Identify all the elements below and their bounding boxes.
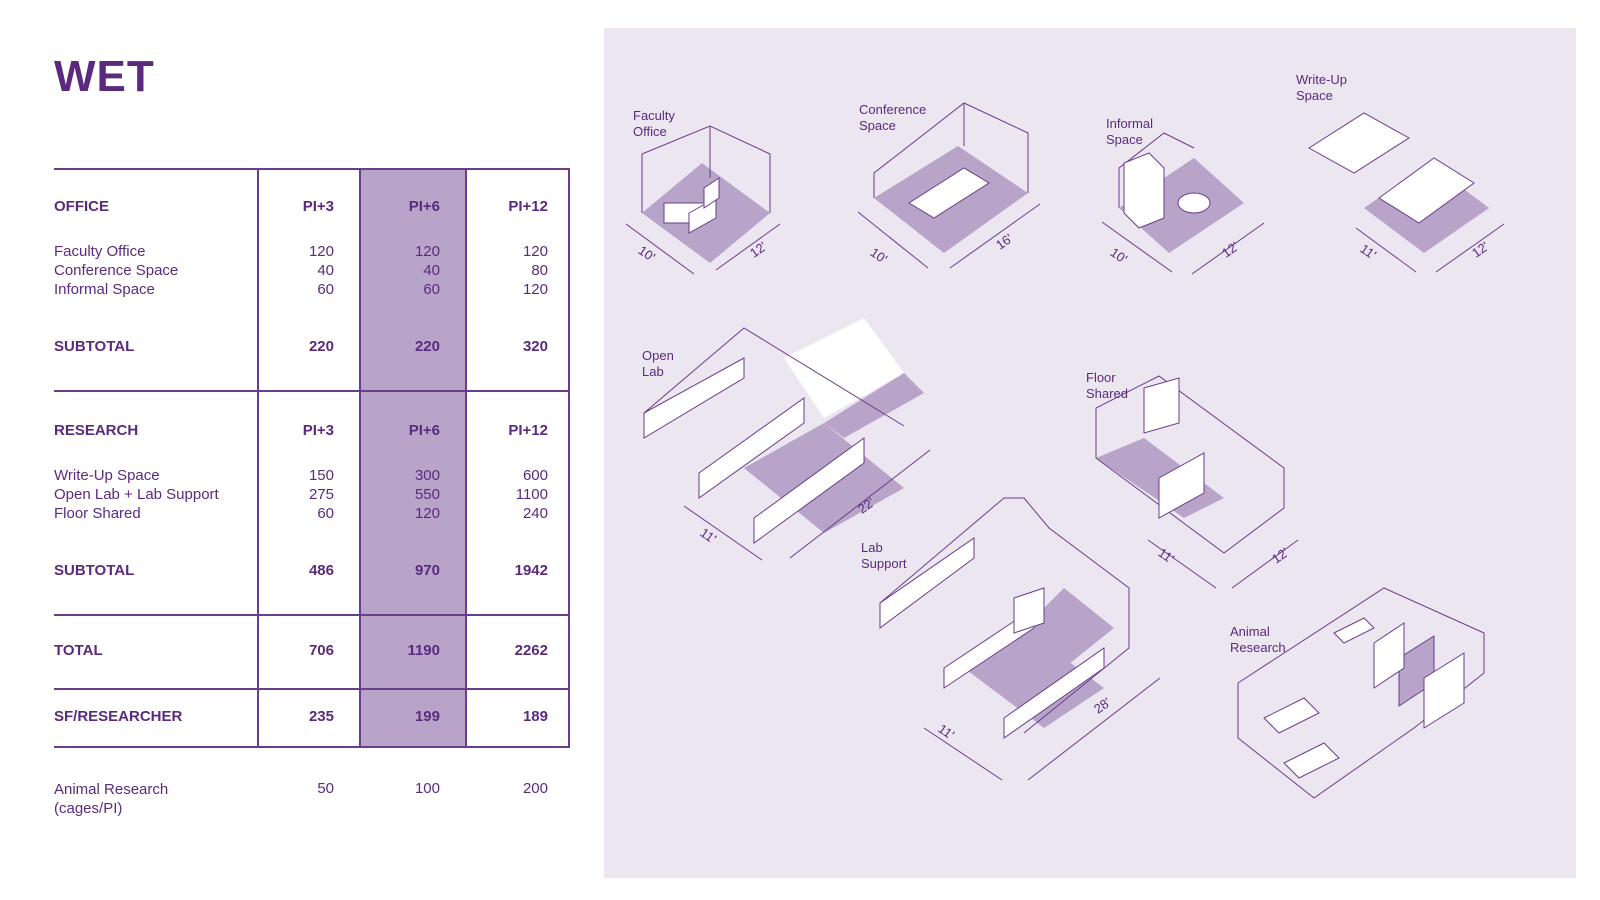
table-rule — [54, 390, 570, 392]
faculty-office-label: Faculty Office — [633, 108, 675, 139]
open-lab-diagram — [643, 318, 931, 561]
sf-per-researcher-label: SF/RESEARCHER — [54, 708, 183, 725]
cell-value: 60 — [317, 505, 334, 522]
cell-value: 120 — [414, 243, 440, 260]
office-pi3-values: 120 40 60 — [309, 242, 334, 299]
cell-value: 235 — [308, 708, 334, 725]
cell-value: 120 — [308, 243, 334, 260]
animal-research-label: Animal Research — [1230, 624, 1286, 655]
cell-value: 1942 — [514, 562, 548, 579]
cell-value: 60 — [317, 281, 334, 298]
office-row-labels: Faculty Office Conference Space Informal… — [54, 242, 178, 299]
table-column-rule — [568, 168, 570, 748]
column-header-pi12: PI+12 — [508, 198, 548, 215]
cell-value: 706 — [308, 642, 334, 659]
animal-research-label: Animal Research (cages/PI) — [54, 780, 168, 818]
cell-value: 220 — [308, 338, 334, 355]
column-header-pi3: PI+3 — [302, 198, 334, 215]
row-label: Open Lab + Lab Support — [54, 486, 219, 503]
table-rule — [54, 614, 570, 616]
column-header-pi6: PI+6 — [408, 198, 440, 215]
cell-value: 550 — [414, 486, 440, 503]
cell-value: 40 — [317, 262, 334, 279]
informal-space-label: Informal Space — [1106, 116, 1153, 147]
cell-value: 100 — [414, 780, 440, 797]
write-up-space-diagram — [1308, 112, 1505, 273]
table-column-rule — [465, 168, 467, 748]
space-program-table: OFFICE PI+3 PI+6 PI+12 Faculty Office Co… — [54, 168, 570, 817]
informal-space-diagram — [1101, 132, 1265, 275]
page-title: WET — [54, 52, 155, 101]
isometric-diagrams — [625, 102, 1505, 799]
floor-shared-diagram — [1095, 375, 1299, 589]
office-section-header: OFFICE — [54, 198, 109, 215]
row-label: Informal Space — [54, 281, 155, 298]
research-subtotal-label: SUBTOTAL — [54, 562, 135, 579]
row-label: Conference Space — [54, 262, 179, 279]
cell-value: 199 — [414, 708, 440, 725]
cell-value: 970 — [414, 562, 440, 579]
isometric-diagram-panel: Faculty Office 10' 12' Conference Space … — [604, 28, 1576, 878]
cell-value: 275 — [308, 486, 334, 503]
cell-value: 1190 — [407, 642, 440, 659]
animal-research-diagram — [1237, 587, 1485, 799]
cell-value: 150 — [308, 467, 334, 484]
office-subtotal-label: SUBTOTAL — [54, 338, 135, 355]
pi6-highlight-column — [359, 168, 465, 748]
lab-support-label: Lab Support — [861, 540, 907, 571]
row-label: Floor Shared — [54, 505, 141, 522]
table-rule — [54, 688, 570, 690]
research-pi6-values: 300 550 120 — [415, 466, 440, 523]
cell-value: 2262 — [514, 642, 548, 659]
cell-value: 120 — [414, 505, 440, 522]
cell-value: 120 — [522, 243, 548, 260]
total-label: TOTAL — [54, 642, 103, 659]
open-lab-label: Open Lab — [642, 348, 674, 379]
conference-space-label: Conference Space — [859, 102, 927, 133]
research-pi12-values: 600 1100 240 — [516, 466, 548, 523]
table-column-rule — [359, 168, 361, 748]
research-row-labels: Write-Up Space Open Lab + Lab Support Fl… — [54, 466, 219, 523]
research-section-header: RESEARCH — [54, 422, 139, 439]
table-rule — [54, 168, 570, 170]
cell-value: 40 — [423, 262, 440, 279]
conference-space-diagram — [857, 102, 1041, 269]
column-header-pi6: PI+6 — [408, 422, 440, 439]
write-up-space-label: Write-Up Space — [1296, 72, 1348, 103]
office-pi6-values: 120 40 60 — [415, 242, 440, 299]
cell-value: 320 — [522, 338, 548, 355]
cell-value: 240 — [522, 505, 548, 522]
row-label: Write-Up Space — [54, 467, 160, 484]
cell-value: 486 — [308, 562, 334, 579]
cell-value: 189 — [522, 708, 548, 725]
research-pi3-values: 150 275 60 — [309, 466, 334, 523]
lab-support-diagram — [879, 497, 1161, 781]
row-label: Faculty Office — [54, 243, 146, 260]
floor-shared-label: Floor Shared — [1086, 370, 1128, 401]
cell-value: 1100 — [515, 486, 548, 503]
cell-value: 60 — [423, 281, 440, 298]
column-header-pi12: PI+12 — [508, 422, 548, 439]
cell-value: 80 — [531, 262, 548, 279]
row-label: (cages/PI) — [54, 800, 123, 817]
row-label: Animal Research — [54, 781, 169, 798]
cell-value: 300 — [414, 467, 440, 484]
cell-value: 120 — [522, 281, 548, 298]
office-pi12-values: 120 80 120 — [523, 242, 548, 299]
faculty-office-diagram — [625, 125, 781, 275]
column-header-pi3: PI+3 — [302, 422, 334, 439]
cell-value: 220 — [414, 338, 440, 355]
table-rule — [54, 746, 570, 748]
table-column-rule — [257, 168, 259, 748]
cell-value: 600 — [522, 467, 548, 484]
cell-value: 200 — [522, 780, 548, 797]
cell-value: 50 — [317, 780, 334, 797]
